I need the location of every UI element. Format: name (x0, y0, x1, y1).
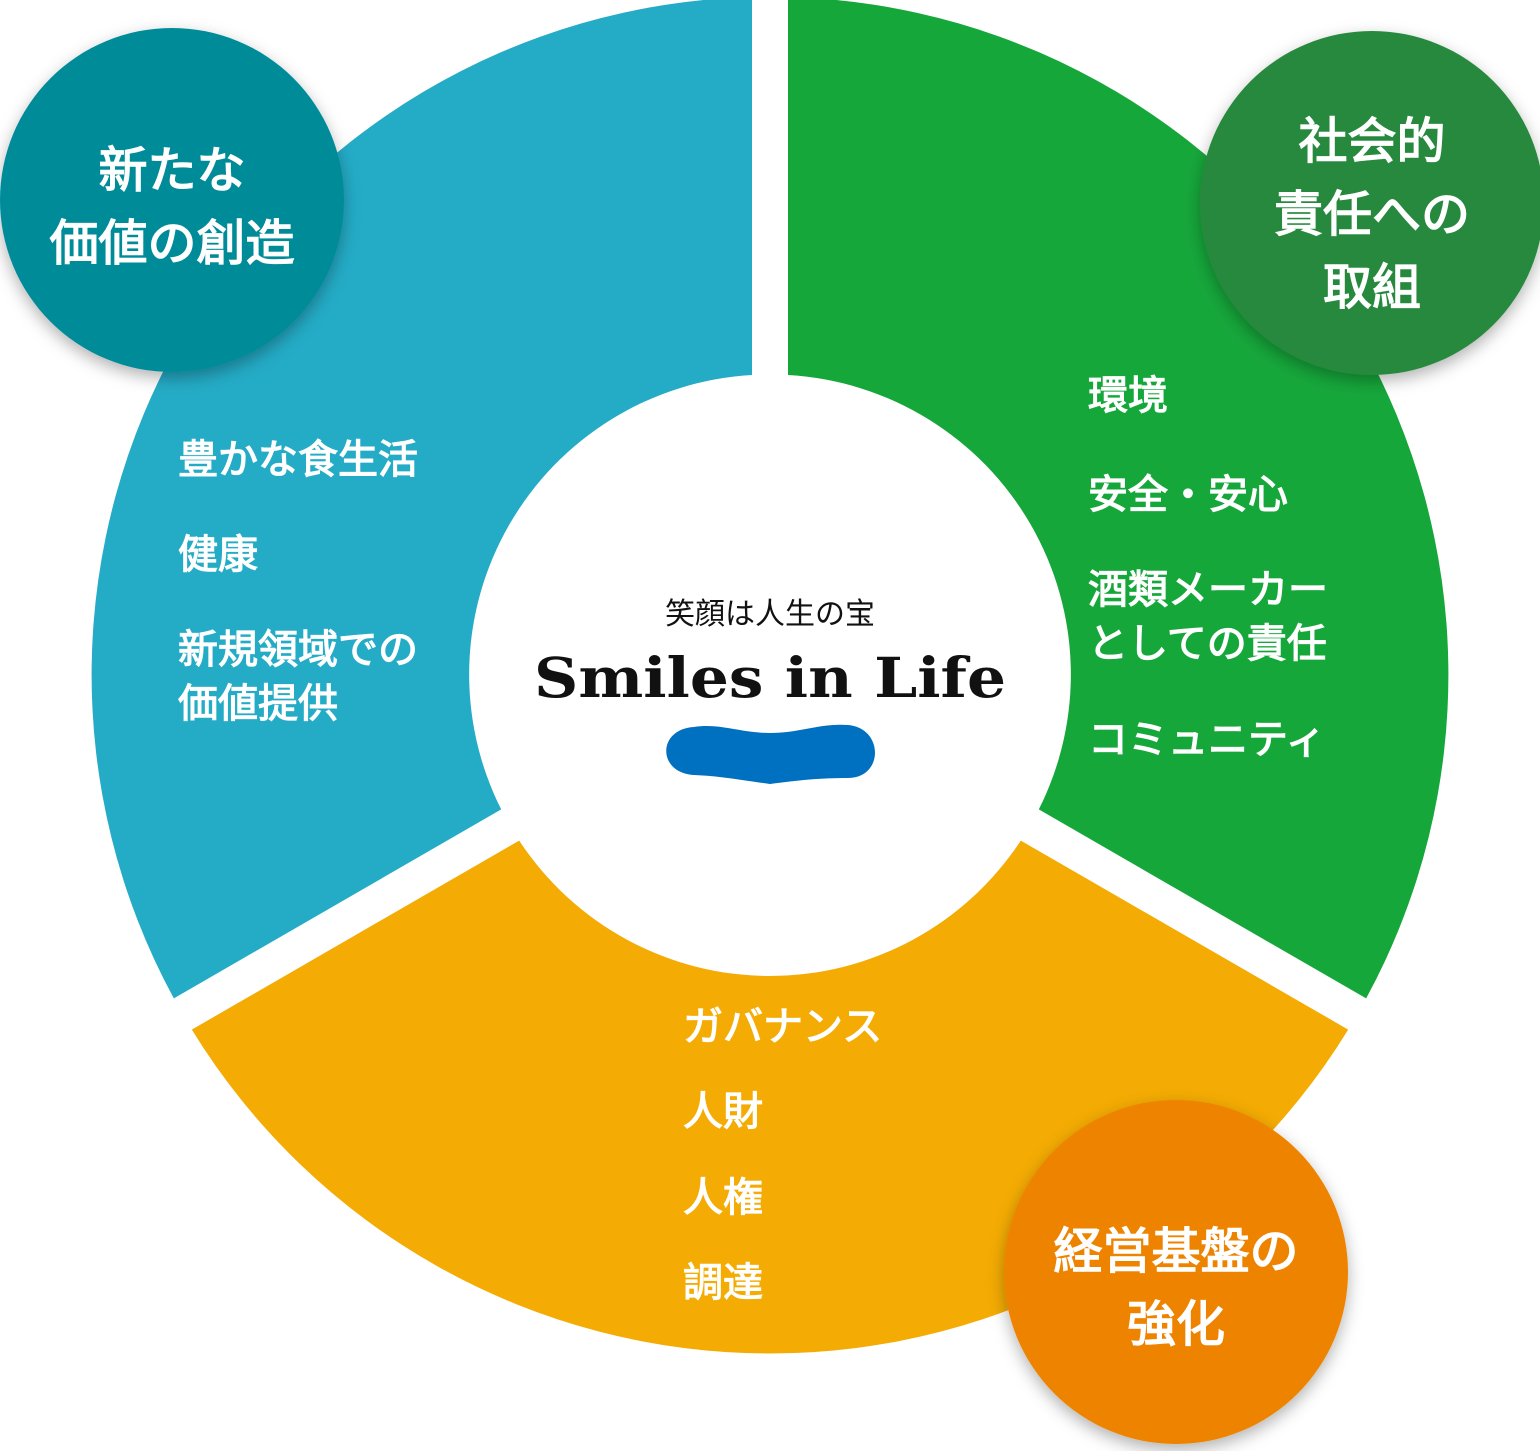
smile-mark-icon (666, 724, 875, 784)
social-item-liquor-maker-1: 酒類メーカー (1088, 567, 1328, 613)
value-item-health: 健康 (178, 532, 258, 578)
badge-mgmt-title-2: 強化 (1127, 1296, 1225, 1353)
badge-value-creation: 新たな 価値の創造 (0, 28, 344, 372)
mgmt-item-procurement: 調達 (683, 1260, 763, 1306)
badge-mgmt-title-1: 経営基盤の (1053, 1223, 1298, 1280)
center-tagline: 笑顔は人生の宝 (665, 597, 875, 632)
badge-social-responsibility: 社会的 責任への 取組 (1200, 31, 1540, 375)
social-item-liquor-maker-2: としての責任 (1088, 621, 1327, 667)
social-item-environment: 環境 (1088, 373, 1168, 419)
value-item-new-domains-1: 新規領域での (178, 627, 418, 673)
badge-social-title-1: 社会的 (1298, 113, 1445, 170)
mgmt-item-human-rights: 人権 (683, 1175, 763, 1221)
badge-social-title-3: 取組 (1323, 259, 1421, 316)
mgmt-item-human-resources: 人財 (683, 1089, 763, 1135)
mgmt-item-governance: ガバナンス (683, 1004, 882, 1050)
badge-social-title-2: 責任への (1274, 186, 1470, 243)
social-item-safety: 安全・安心 (1088, 472, 1288, 518)
badge-management-foundation: 経営基盤の 強化 (1004, 1100, 1348, 1444)
value-item-dietary-life: 豊かな食生活 (178, 437, 418, 483)
value-item-new-domains-2: 価値提供 (177, 681, 338, 727)
badge-value-title-1: 新たな (98, 142, 245, 199)
center-circle (493, 395, 1047, 949)
social-item-community: コミュニティ (1088, 717, 1326, 763)
center-slogan: Smiles in Life (534, 645, 1006, 710)
badge-value-title-2: 価値の創造 (48, 215, 294, 272)
